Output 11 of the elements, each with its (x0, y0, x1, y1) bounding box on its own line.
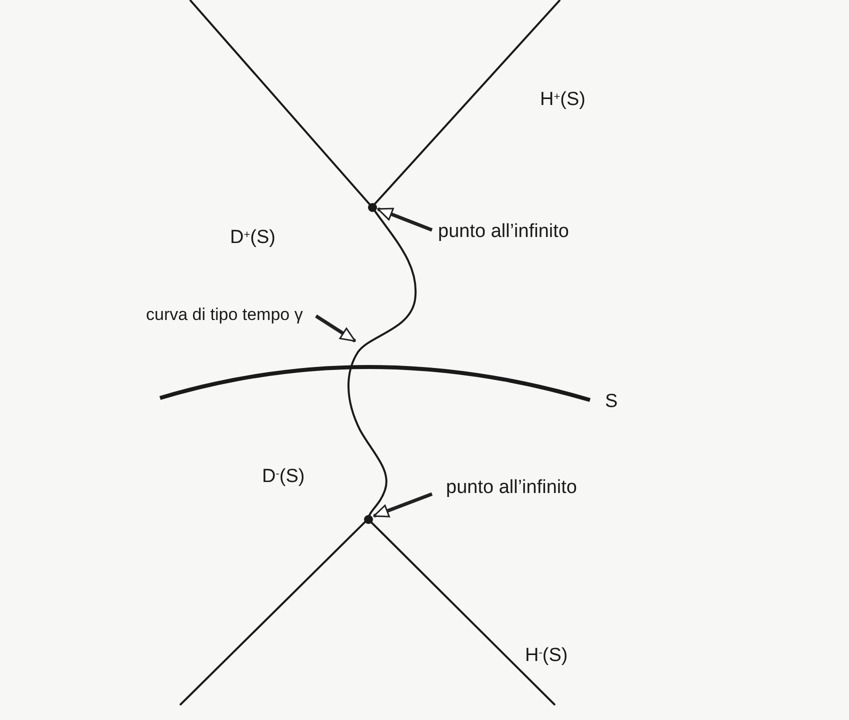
callout-text: curva di tipo tempo γ (146, 306, 303, 323)
region-label: H$^{-}$(S) (525, 646, 568, 665)
arrow (315, 314, 356, 342)
region-label: S (605, 392, 618, 411)
callout-text: punto all’infinito (438, 222, 569, 241)
region-label: D$^{+}$(S) (230, 228, 276, 247)
callout-text: punto all’infinito (446, 478, 577, 497)
arrow (373, 492, 433, 518)
region-label: H$^{+}$(S) (540, 90, 586, 109)
arrow (377, 207, 433, 232)
region-label: D$^{-}$(S) (262, 467, 305, 486)
